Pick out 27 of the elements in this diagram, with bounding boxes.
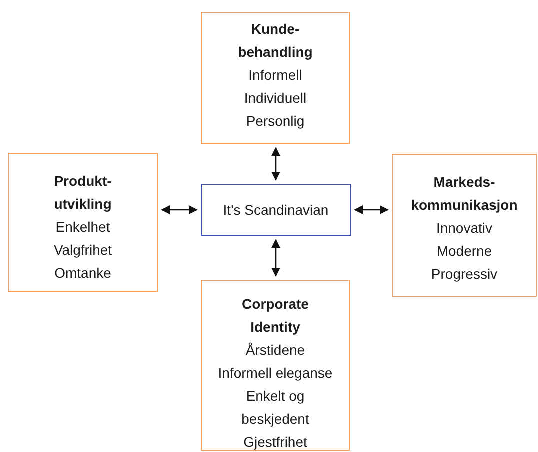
attribute-text: Enkelt og beskjedent	[240, 387, 310, 429]
attribute-text: Moderne	[436, 242, 492, 261]
box-heading: Kunde- behandling	[237, 20, 314, 62]
category-box	[201, 280, 350, 451]
double-arrow	[271, 239, 281, 277]
center-label: It's Scandinavian	[223, 200, 329, 220]
double-arrow	[271, 147, 281, 181]
attribute-text: Progressiv	[431, 265, 498, 284]
attribute-text: Gjestfrihet	[244, 433, 308, 452]
attribute-text: Innovativ	[436, 219, 493, 238]
box-heading: Produkt- utvikling	[53, 172, 113, 214]
attribute-text: Informell	[248, 66, 302, 85]
category-box	[392, 154, 537, 297]
double-arrow	[354, 205, 389, 215]
central-box	[201, 184, 351, 236]
attribute-text: Individuell	[244, 89, 307, 108]
box-heading: Corporate Identity	[241, 295, 310, 337]
category-box	[201, 12, 350, 144]
attribute-text: Enkelhet	[56, 218, 110, 237]
attribute-text: Personlig	[246, 112, 305, 131]
double-arrow	[161, 205, 198, 215]
attribute-text: Omtanke	[54, 264, 112, 283]
box-heading: Markeds- kommunikasjon	[410, 173, 519, 215]
attribute-text: Årstidene	[246, 341, 306, 360]
attribute-text: Informell eleganse	[218, 364, 333, 383]
attribute-text: Valgfrihet	[54, 241, 112, 260]
category-box	[8, 153, 158, 292]
